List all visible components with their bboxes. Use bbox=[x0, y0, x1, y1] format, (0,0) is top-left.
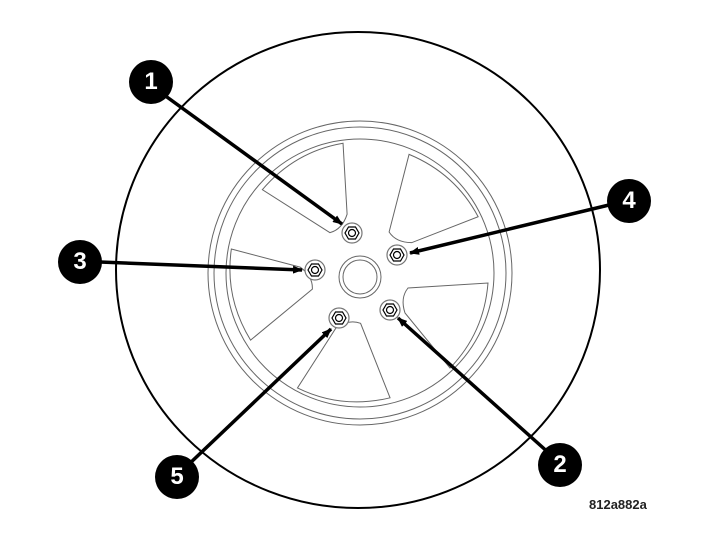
callout-3: 3 bbox=[58, 240, 102, 284]
lug-nuts bbox=[304, 222, 408, 329]
lug-nut-1 bbox=[341, 222, 363, 244]
tire-outline bbox=[115, 31, 601, 509]
leader-1 bbox=[158, 90, 344, 226]
leader-5 bbox=[185, 327, 333, 468]
lug-nut-4 bbox=[386, 244, 408, 266]
leader-arrows bbox=[99, 90, 610, 468]
leader-3 bbox=[99, 260, 303, 274]
callout-5: 5 bbox=[155, 455, 199, 499]
leader-4 bbox=[409, 203, 610, 255]
rim bbox=[207, 120, 513, 426]
callout-4: 4 bbox=[607, 179, 651, 223]
lug-nut-5 bbox=[328, 307, 350, 329]
leader-2 bbox=[396, 316, 552, 456]
callout-1: 1 bbox=[129, 60, 173, 104]
callout-2: 2 bbox=[538, 443, 582, 487]
lug-nut-3 bbox=[304, 259, 326, 281]
lug-nut-2 bbox=[379, 299, 401, 321]
figure-id: 812a882a bbox=[589, 497, 647, 512]
